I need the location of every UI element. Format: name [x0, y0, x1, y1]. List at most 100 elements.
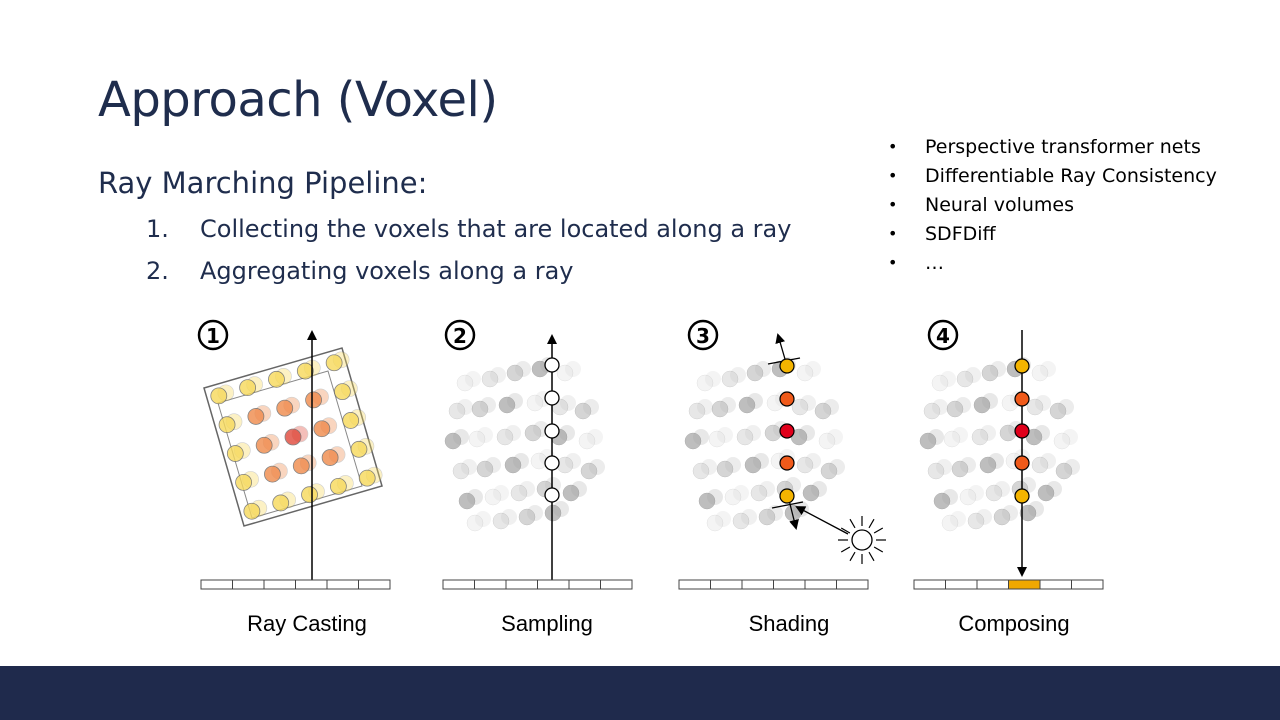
panel-shading: 3 Shading [678, 319, 886, 636]
voxel [716, 460, 734, 478]
voxel [711, 400, 729, 418]
voxel [764, 424, 782, 442]
reference-text: Differentiable Ray Consistency [925, 164, 1217, 187]
voxel [692, 462, 710, 480]
voxel [578, 432, 596, 450]
voxel [919, 432, 937, 450]
pixel-cell [232, 579, 265, 590]
pixel-cell [741, 579, 774, 590]
ray-marching-diagram: 1 Ray Casting 2 Sampling 3 [197, 319, 1104, 636]
step-number: 2. [146, 257, 169, 285]
step-text: Collecting the voxels that are located a… [200, 215, 792, 243]
voxel [951, 460, 969, 478]
voxel [556, 364, 574, 382]
voxel [210, 387, 228, 405]
voxel [504, 456, 522, 474]
voxel [796, 456, 814, 474]
voxel [1037, 484, 1055, 502]
voxel [325, 354, 343, 372]
bullet: • [888, 195, 898, 214]
pixel-cell [505, 579, 538, 590]
voxel [498, 396, 516, 414]
reference-item: •Perspective transformer nets [888, 132, 1217, 161]
voxel [255, 436, 273, 454]
pipeline-section: Ray Marching Pipeline: 1. Collecting the… [98, 166, 791, 292]
voxel [305, 391, 322, 409]
voxel-grid [203, 347, 383, 527]
voxel [524, 424, 542, 442]
voxel-cloud [444, 357, 605, 532]
composed-sample-point [1014, 455, 1030, 471]
badge: 4 [927, 319, 959, 351]
pixel-strip [913, 579, 1104, 590]
voxel [329, 478, 347, 495]
panel-sampling: 2 Sampling [442, 319, 633, 636]
badge-number: 2 [453, 324, 467, 348]
voxel [247, 408, 265, 425]
voxel [292, 457, 310, 475]
voxel [802, 484, 820, 502]
reference-item: •Differentiable Ray Consistency [888, 161, 1217, 190]
shaded-sample-point [779, 423, 795, 439]
pixel-cell [678, 579, 711, 590]
pixel-cell [1008, 579, 1041, 590]
voxel [239, 379, 257, 396]
voxel [268, 370, 285, 388]
shaded-sample-point [779, 455, 795, 471]
bullet: • [888, 224, 898, 243]
voxel [758, 508, 776, 526]
voxel [526, 394, 544, 412]
voxel-cloud [684, 357, 845, 532]
voxel [481, 370, 499, 388]
sample-point [544, 455, 560, 471]
badge: 2 [444, 319, 476, 351]
voxel [981, 364, 999, 382]
pixel-strip [200, 579, 391, 590]
voxel [738, 396, 756, 414]
voxel [1019, 504, 1037, 522]
voxel [708, 430, 726, 448]
reference-text: … [925, 251, 944, 274]
voxel [814, 402, 832, 420]
pixel-cell [1071, 579, 1104, 590]
reference-text: SDFDiff [925, 222, 996, 245]
voxel [820, 462, 838, 480]
voxel [999, 424, 1017, 442]
voxel [226, 445, 244, 462]
voxel [941, 514, 959, 532]
pixel-cell [295, 579, 328, 590]
voxel [544, 504, 562, 522]
reference-item: •… [888, 248, 1217, 277]
voxel [973, 396, 991, 414]
voxel [321, 449, 339, 466]
pixel-cell [200, 579, 233, 590]
sample-point [544, 357, 560, 373]
voxel [706, 514, 724, 532]
composed-sample-point [1014, 488, 1030, 504]
pixel-strip [678, 579, 869, 590]
voxel [1049, 402, 1067, 420]
voxel [732, 512, 750, 530]
voxel [358, 469, 376, 487]
voxel [580, 462, 598, 480]
voxel [796, 364, 814, 382]
voxel [744, 456, 762, 474]
panel-ray-casting: 1 Ray Casting [197, 319, 391, 636]
voxel [931, 374, 949, 392]
pixel-cell [976, 579, 1009, 590]
sample-point [544, 390, 560, 406]
voxel [235, 473, 252, 491]
voxel [452, 462, 470, 480]
pixel-cell [773, 579, 806, 590]
panel-composing: 4 Composing [913, 319, 1104, 636]
voxel [448, 402, 466, 420]
shaded-sample-point [779, 488, 795, 504]
pipeline-step: 2. Aggregating voxels along a ray [146, 250, 791, 292]
voxel [301, 486, 318, 504]
pipeline-heading: Ray Marching Pipeline: [98, 166, 428, 200]
voxel [496, 428, 514, 446]
pixel-strip [442, 579, 633, 590]
voxel [476, 460, 494, 478]
voxel [750, 484, 768, 502]
voxel [243, 502, 261, 520]
